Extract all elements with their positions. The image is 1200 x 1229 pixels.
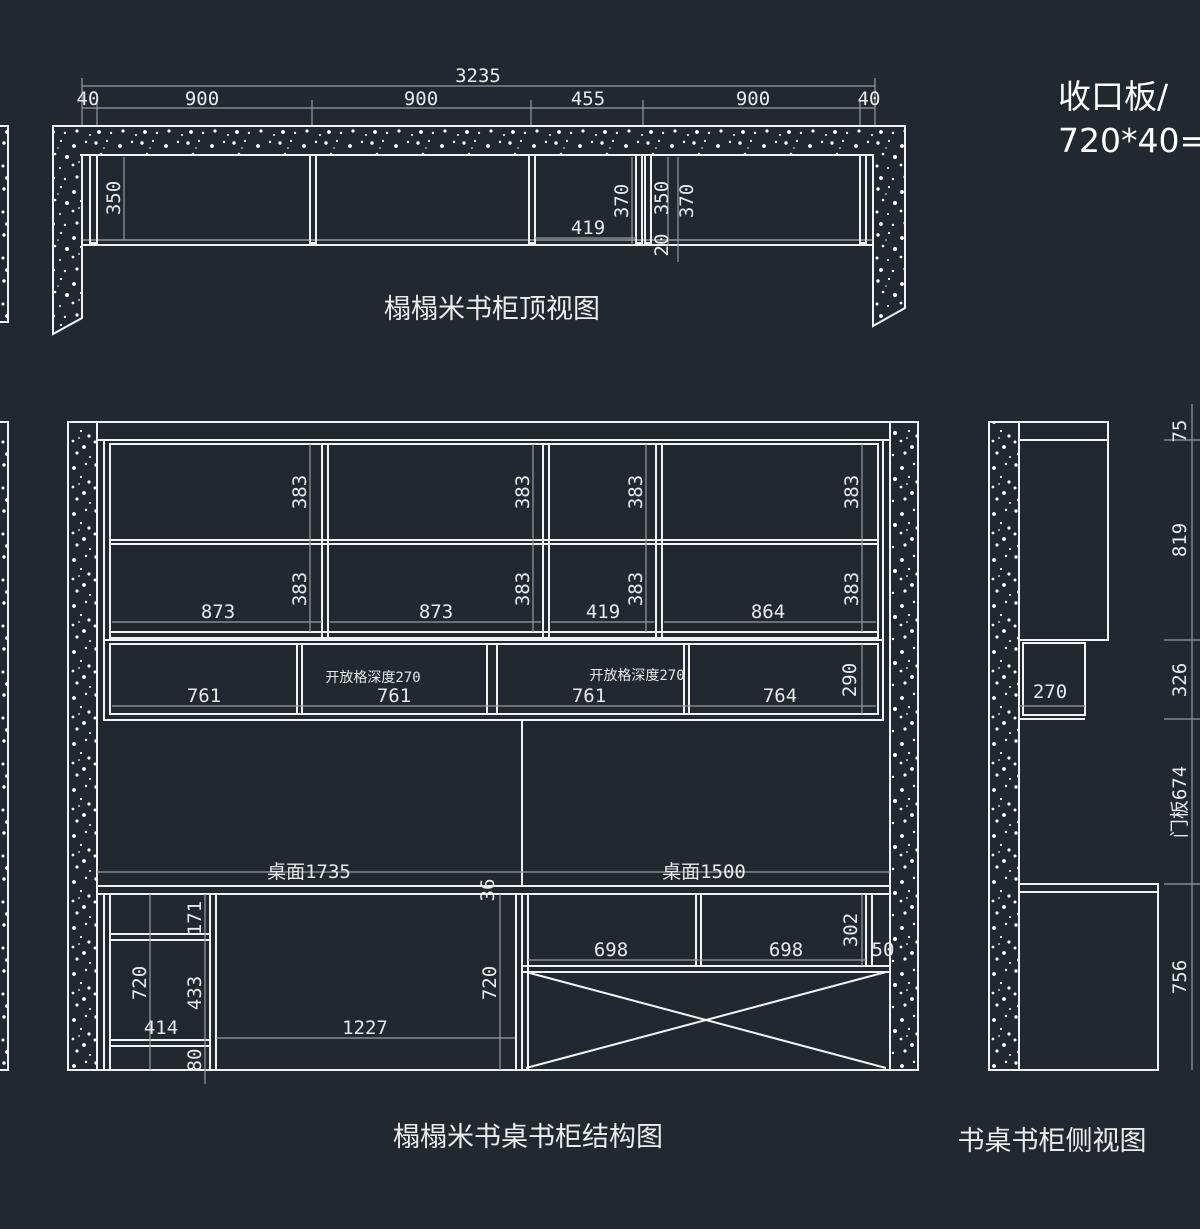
front-dim-383-5: 383 (289, 572, 311, 606)
top-view-title: 榻榻米书柜顶视图 (384, 294, 600, 325)
top-dim-419: 419 (571, 217, 605, 239)
desk-top-1735: 桌面1735 (267, 861, 351, 883)
side-view-title: 书桌书柜侧视图 (958, 1126, 1147, 1157)
side-dim-819: 819 (1169, 523, 1191, 557)
open-shelf-depth-label-1: 开放格深度270 (325, 670, 420, 686)
front-dim-290: 290 (839, 663, 861, 697)
top-dim-20: 20 (651, 234, 673, 257)
left-edge-partial-wall (0, 126, 8, 1070)
desk-top-1500: 桌面1500 (662, 861, 746, 883)
front-dim-764: 764 (763, 685, 797, 707)
side-dim-270: 270 (1033, 681, 1067, 703)
top-dim-40-left: 40 (77, 88, 100, 110)
front-dim-761-b: 761 (377, 685, 411, 707)
front-dim-383-3: 383 (625, 475, 647, 509)
open-shelf-depth-label-2: 开放格深度270 (589, 668, 684, 684)
top-dim-900-1: 900 (185, 88, 219, 110)
front-dim-383-7: 383 (625, 572, 647, 606)
front-dim-383-8: 383 (841, 572, 863, 606)
front-dim-383-6: 383 (512, 572, 534, 606)
side-dim-326: 326 (1169, 663, 1191, 697)
front-dim-698-b: 698 (769, 939, 803, 961)
top-dim-455: 455 (571, 88, 605, 110)
front-view-title: 榻榻米书桌书柜结构图 (393, 1122, 663, 1153)
note-line-2: 720*40= (1058, 121, 1200, 160)
front-dim-873-a: 873 (201, 601, 235, 623)
front-dim-720-left: 720 (129, 966, 151, 1000)
top-dim-370-b: 370 (676, 184, 698, 218)
front-dim-720-right: 720 (479, 966, 501, 1000)
front-dim-433: 433 (184, 976, 206, 1010)
front-dim-698-a: 698 (594, 939, 628, 961)
top-dim-350-right: 350 (651, 181, 673, 215)
front-dim-1227: 1227 (342, 1017, 388, 1039)
top-dim-900-2: 900 (404, 88, 438, 110)
front-dim-419: 419 (586, 601, 620, 623)
top-dim-350-left: 350 (103, 181, 125, 215)
side-view: 270 75 819 326 门板674 756 书桌书柜侧视图 (958, 404, 1200, 1157)
front-dim-302: 302 (840, 913, 862, 947)
note-line-1: 收口板/ (1058, 77, 1169, 116)
front-view: 383 383 383 383 383 383 383 383 873 873 … (68, 422, 918, 1153)
front-dim-50: 50 (872, 939, 895, 961)
top-total-width: 3235 (455, 65, 501, 87)
side-dim-door-674: 门板674 (1169, 766, 1191, 838)
front-dim-414: 414 (144, 1017, 178, 1039)
front-dim-171: 171 (184, 901, 206, 935)
top-view: 3235 40 900 900 455 900 40 350 419 370 3… (53, 65, 905, 334)
front-dim-383-4: 383 (841, 475, 863, 509)
front-dim-761-c: 761 (572, 685, 606, 707)
front-dim-873-b: 873 (419, 601, 453, 623)
front-dim-761-a: 761 (187, 685, 221, 707)
top-dim-900-3: 900 (736, 88, 770, 110)
front-dim-80: 80 (184, 1049, 206, 1072)
front-dim-36: 36 (477, 879, 499, 902)
top-dim-40-right: 40 (858, 88, 881, 110)
front-dim-864: 864 (751, 601, 785, 623)
side-dim-756: 756 (1169, 960, 1191, 994)
top-dim-370-a: 370 (611, 184, 633, 218)
front-dim-383-2: 383 (512, 475, 534, 509)
side-dim-75: 75 (1169, 420, 1191, 443)
front-dim-383-1: 383 (289, 475, 311, 509)
